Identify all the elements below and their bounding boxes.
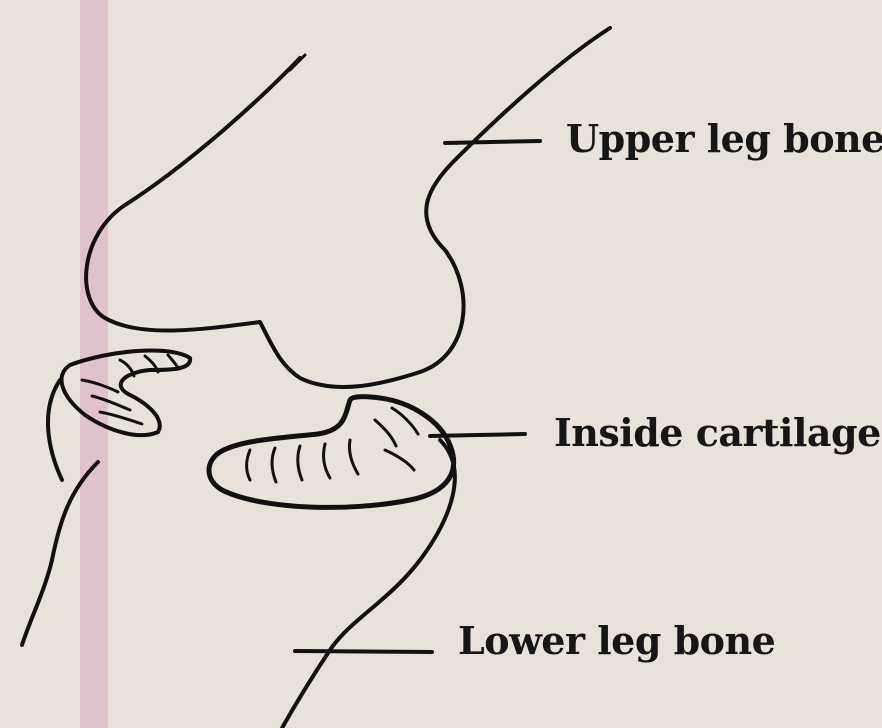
- inside-cartilage-pointer: [430, 434, 525, 436]
- inside-cartilage-label: Inside cartilage: [554, 410, 881, 455]
- lower-leg-bone-pointer: [295, 651, 432, 652]
- lower-leg-bone-label: Lower leg bone: [458, 618, 775, 663]
- pink-margin-stripe: [80, 0, 108, 728]
- upper-leg-bone-label: Upper leg bone: [566, 116, 882, 161]
- upper-leg-bone-pointer: [445, 141, 540, 143]
